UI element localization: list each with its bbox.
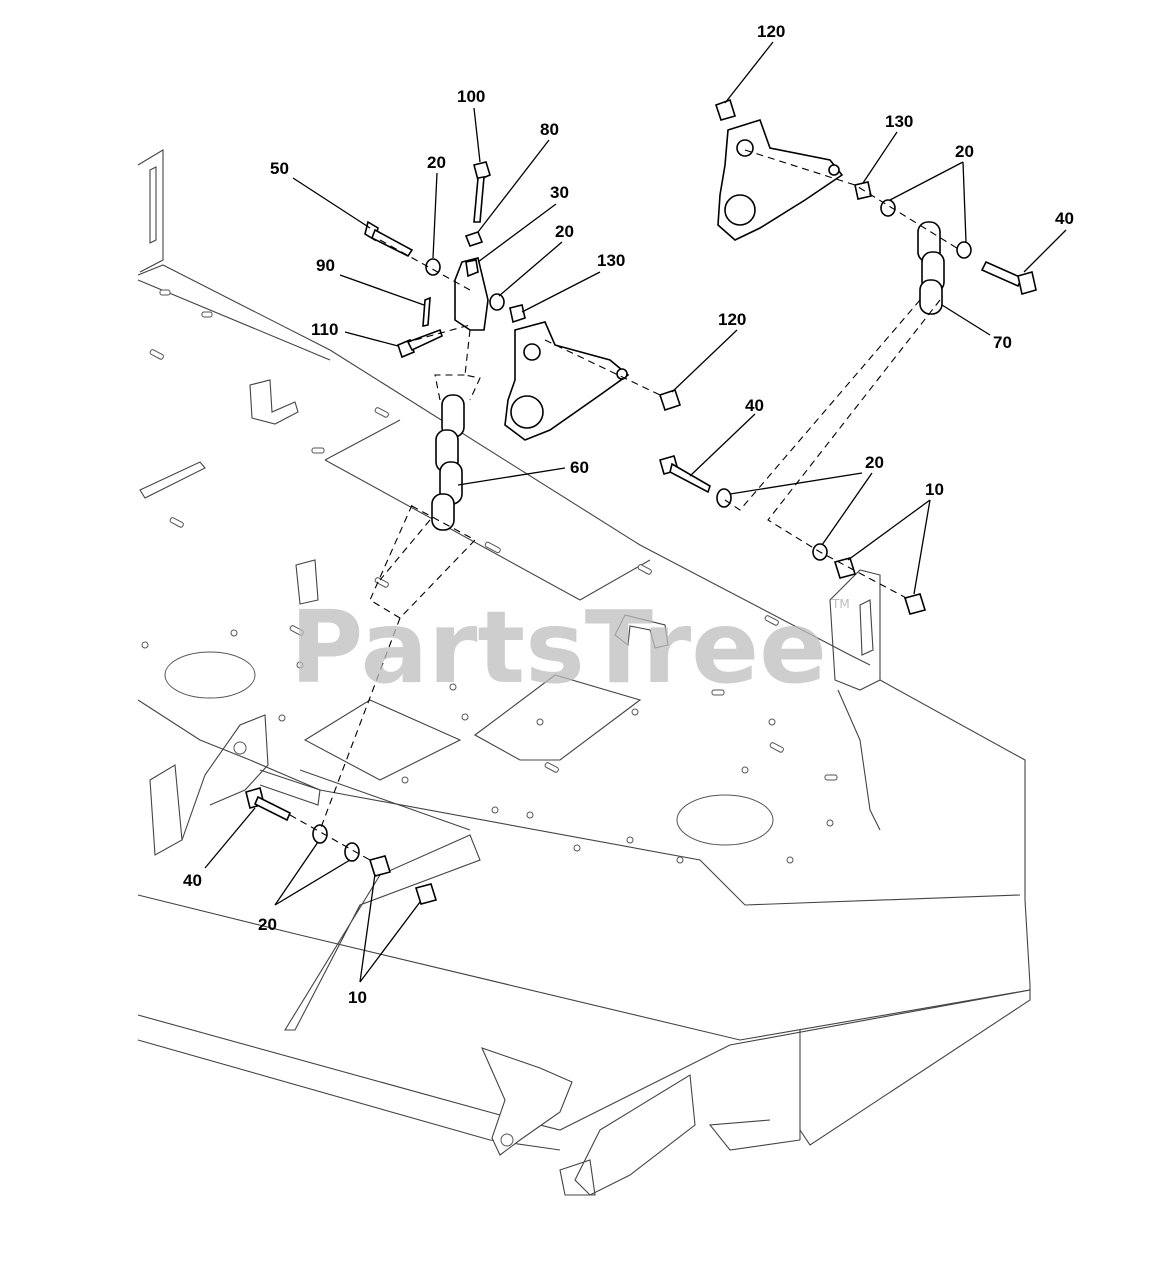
callout-50: 50	[270, 159, 289, 178]
callout-90: 90	[316, 256, 335, 275]
mower-deck	[137, 149, 1031, 1196]
callout-40: 40	[183, 871, 202, 890]
callout-80: 80	[540, 120, 559, 139]
left-linkage-parts	[245, 161, 927, 905]
callout-110: 110	[311, 320, 338, 339]
callout-20: 20	[258, 915, 277, 934]
callout-120: 120	[718, 310, 746, 329]
callout-130: 130	[597, 251, 625, 270]
callout-20: 20	[865, 453, 884, 472]
callout-20: 20	[955, 142, 974, 161]
callout-40: 40	[745, 396, 764, 415]
callout-100: 100	[457, 87, 485, 106]
watermark-trademark: TM	[831, 597, 850, 611]
callout-20: 20	[427, 153, 446, 172]
deck-holes	[141, 289, 838, 864]
callout-labels: 120 100 80 130 50 20 30 20 20 40 90 130 …	[183, 22, 1074, 1007]
callout-130: 130	[885, 112, 913, 131]
callout-10: 10	[348, 988, 367, 1007]
right-linkage-parts	[714, 98, 1037, 315]
chain-70	[917, 221, 945, 315]
watermark-brand: PartsTree	[290, 589, 827, 706]
callout-120: 120	[757, 22, 785, 41]
callout-20: 20	[555, 222, 574, 241]
assembly-lines	[289, 149, 961, 861]
leader-lines	[204, 41, 1067, 983]
callout-60: 60	[570, 458, 589, 477]
chain-60	[431, 394, 465, 531]
callout-30: 30	[550, 183, 569, 202]
callout-40: 40	[1055, 209, 1074, 228]
callout-70: 70	[993, 333, 1012, 352]
callout-10: 10	[925, 480, 944, 499]
